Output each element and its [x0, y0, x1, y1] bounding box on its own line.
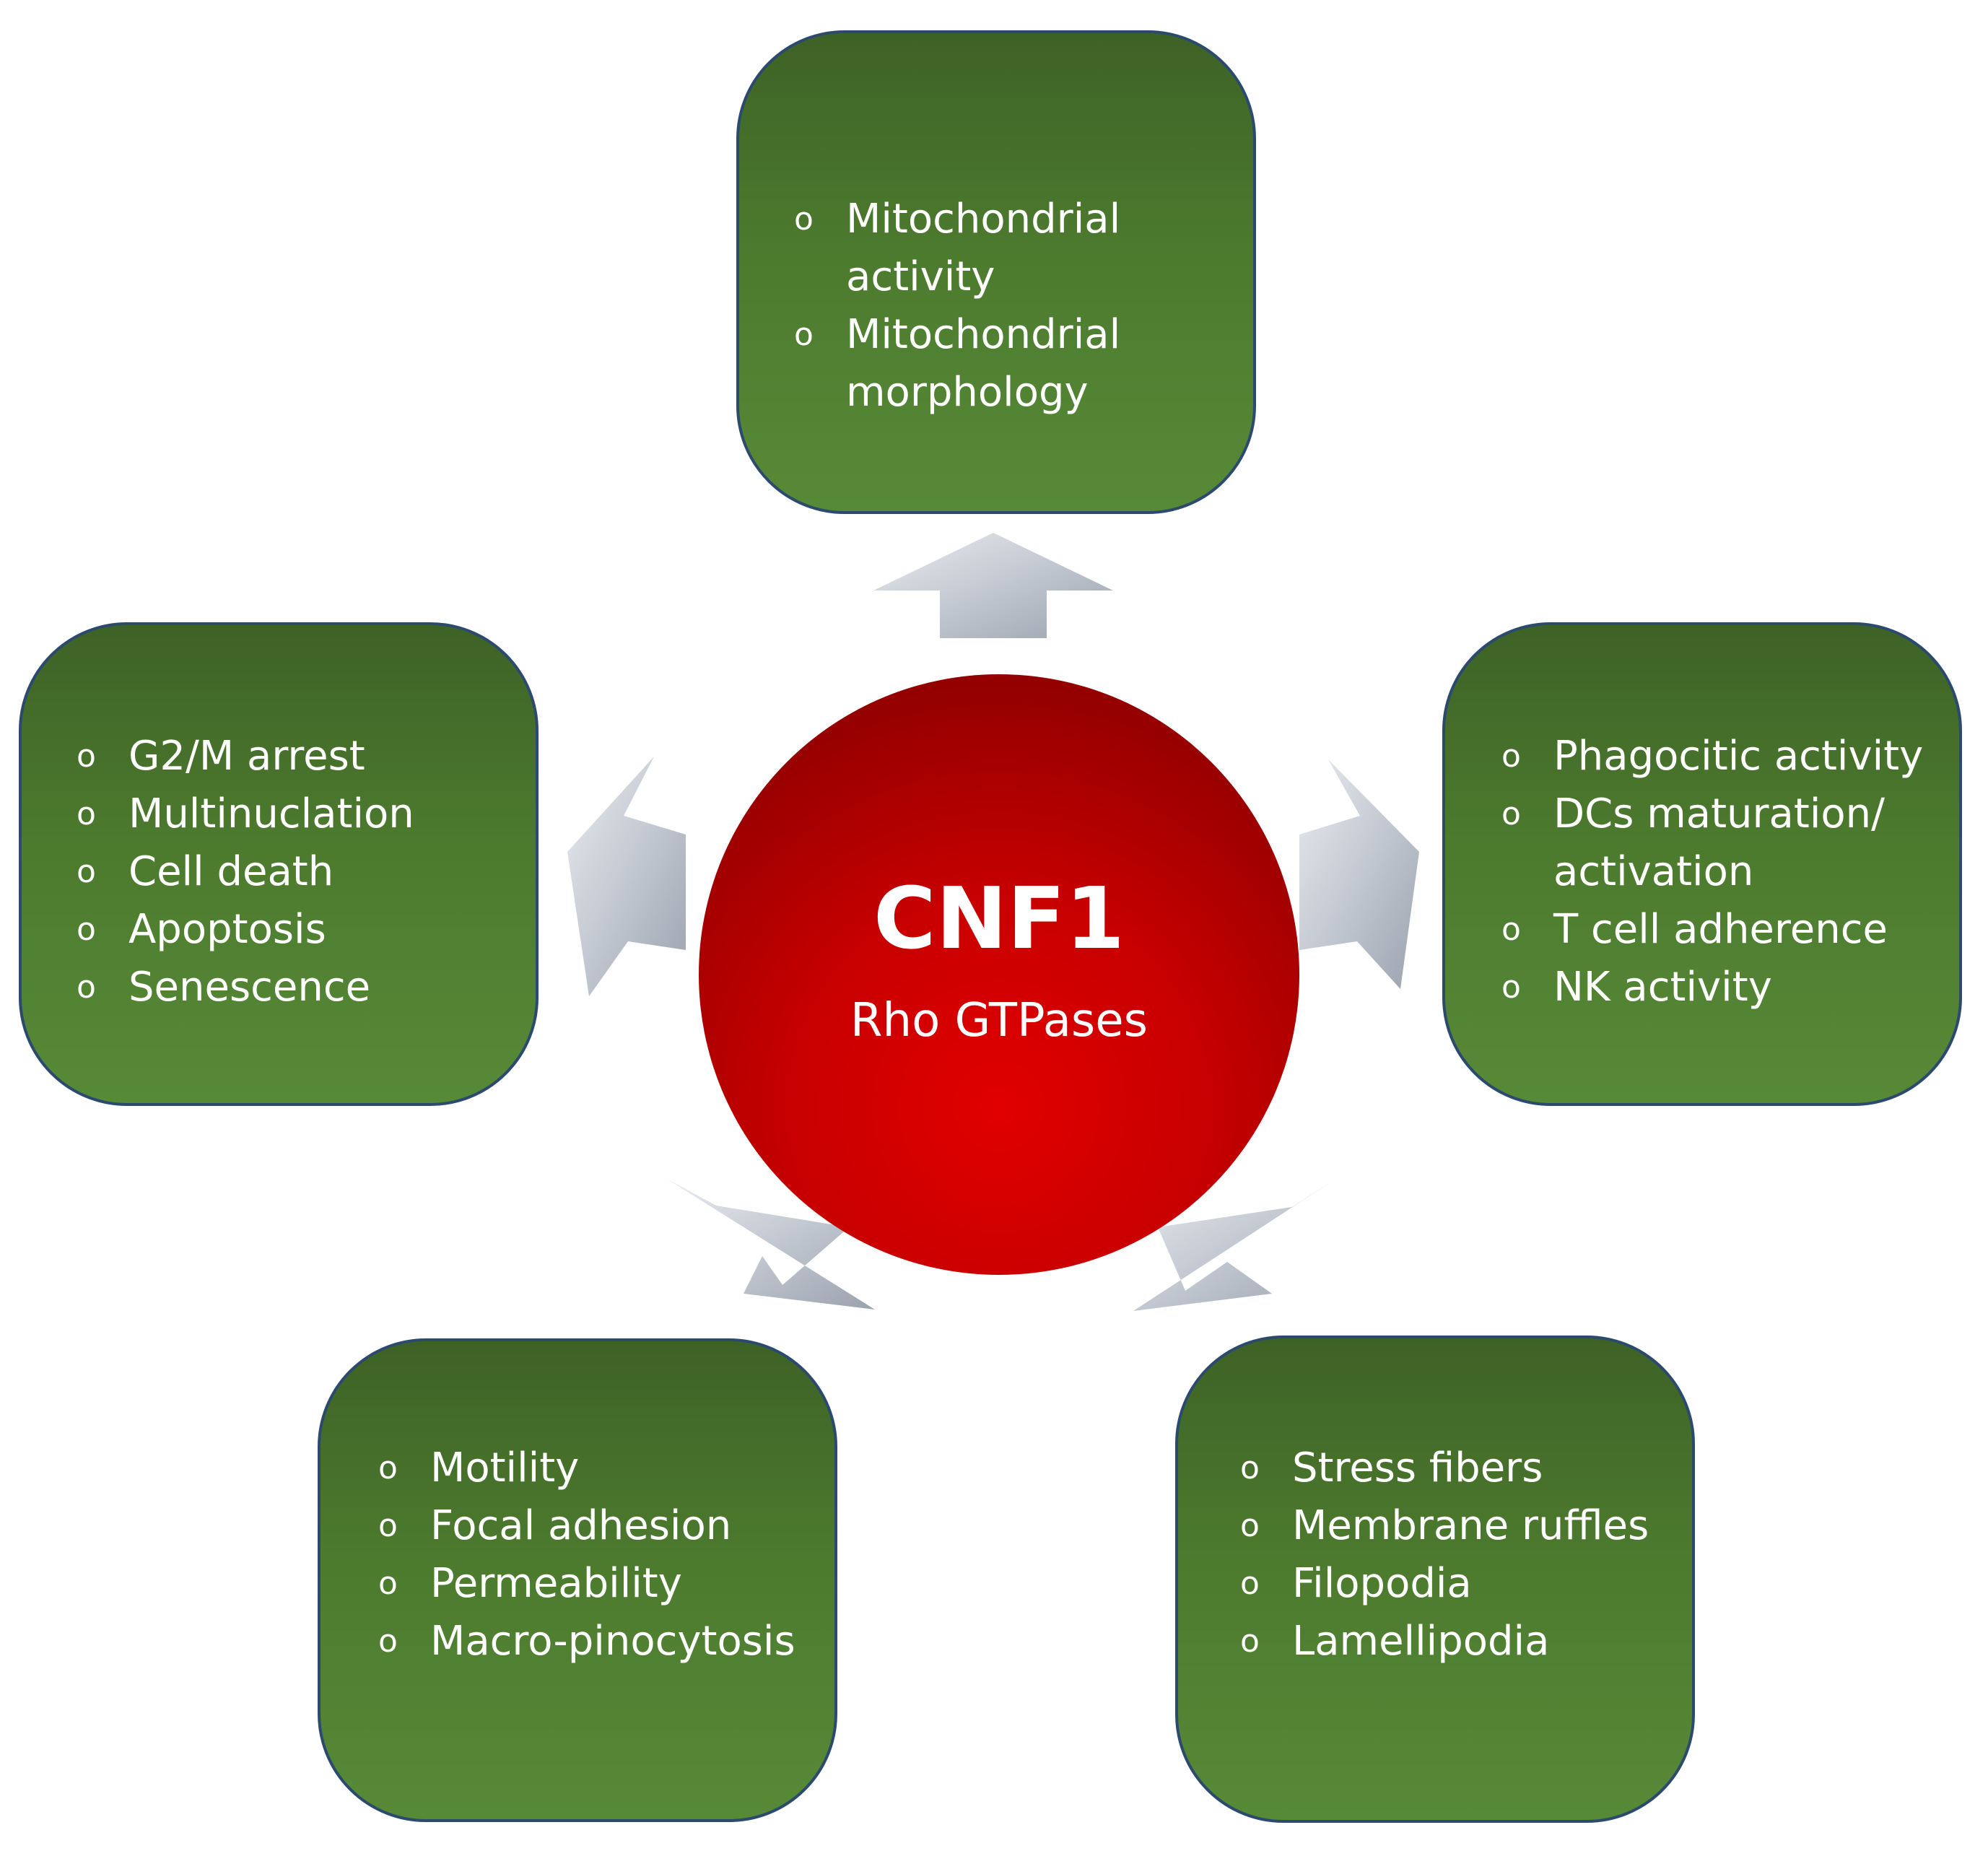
- list-item: o Cell death: [77, 843, 414, 901]
- list-item: o Macro-pinocytosis: [378, 1613, 795, 1670]
- arrow-up: [873, 533, 1113, 638]
- list-item: o Senescence: [77, 959, 414, 1016]
- list-item: o Multinuclation: [77, 785, 414, 843]
- list-item-text: Membrane ruffles: [1292, 1502, 1649, 1549]
- list-item-text: Focal adhesion: [430, 1502, 732, 1549]
- bullet-icon: o: [77, 738, 96, 775]
- list-item-text: G2/M arrest: [128, 733, 365, 780]
- bullet-icon: o: [794, 201, 814, 238]
- list-item: o Permeability: [378, 1555, 795, 1613]
- bullet-icon: o: [1240, 1507, 1260, 1544]
- list-item-text: Permeability: [430, 1560, 682, 1607]
- list-item: o Motility: [378, 1439, 795, 1497]
- center-subtitle: Rho GTPases: [850, 994, 1148, 1047]
- list-item-text: Lamellipodia: [1292, 1618, 1550, 1665]
- list-item-text: Apoptosis: [128, 906, 326, 953]
- list-item-text: T cell adherence: [1553, 906, 1888, 953]
- center-circle: CNF1 Rho GTPases: [699, 674, 1299, 1275]
- list-item-text: Multinuclation: [128, 790, 414, 837]
- list-item: o Mitochondrial morphology: [794, 306, 1120, 422]
- list-item-text: Senescence: [128, 964, 371, 1011]
- list-item-text: Phagocitic activity: [1553, 733, 1924, 780]
- bullet-icon: o: [1501, 796, 1521, 832]
- bullet-icon: o: [1240, 1623, 1260, 1660]
- list-item: o NK activity: [1501, 959, 1923, 1016]
- list-item-text: activation: [1553, 848, 1754, 895]
- bullet-icon: o: [77, 853, 96, 890]
- arrow-down-left: [666, 1178, 875, 1310]
- list-item-text: Filopodia: [1292, 1560, 1472, 1607]
- list-item: o Phagocitic activity: [1501, 728, 1923, 785]
- arrow-down-right: [1133, 1175, 1341, 1311]
- bullet-icon: o: [1240, 1565, 1260, 1602]
- list-item: o Stress fibers: [1240, 1439, 1649, 1497]
- list-item-text: DCs maturation/: [1553, 790, 1885, 837]
- list-item: o Membrane ruffles: [1240, 1497, 1649, 1555]
- bullet-icon: o: [794, 316, 814, 353]
- list-item-text: Cell death: [128, 848, 334, 895]
- bullet-icon: o: [77, 796, 96, 832]
- list-item: o Focal adhesion: [378, 1497, 795, 1555]
- list-item-text: Mitochondrial: [846, 196, 1121, 243]
- bullet-icon: o: [378, 1623, 398, 1660]
- bullet-icon: o: [378, 1565, 398, 1602]
- list-item: o Apoptosis: [77, 901, 414, 959]
- list-item-text: Motility: [430, 1445, 580, 1491]
- arrow-left: [567, 757, 686, 996]
- list-item: o Lamellipodia: [1240, 1613, 1649, 1670]
- list-item-text: NK activity: [1553, 964, 1772, 1011]
- list-item: o DCs maturation/activation: [1501, 785, 1923, 901]
- list-item-text: Stress fibers: [1292, 1445, 1543, 1491]
- bullet-icon: o: [1501, 969, 1521, 1006]
- bullet-icon: o: [77, 969, 96, 1006]
- bullet-icon: o: [378, 1507, 398, 1544]
- list-item: o T cell adherence: [1501, 901, 1923, 959]
- list-item: o Mitochondrial activity: [794, 191, 1120, 306]
- center-title: CNF1: [873, 868, 1125, 968]
- arrow-right: [1299, 759, 1419, 989]
- bullet-icon: o: [1240, 1450, 1260, 1486]
- list-item-text: Mitochondrial: [846, 311, 1121, 358]
- bullet-icon: o: [1501, 738, 1521, 775]
- list-item-text: activity: [846, 253, 995, 300]
- bullet-icon: o: [378, 1450, 398, 1486]
- list-item-text: Macro-pinocytosis: [430, 1618, 795, 1665]
- list-item-text: morphology: [846, 369, 1089, 416]
- bullet-icon: o: [77, 911, 96, 948]
- list-item: o G2/M arrest: [77, 728, 414, 785]
- bullet-icon: o: [1501, 911, 1521, 948]
- list-item: o Filopodia: [1240, 1555, 1649, 1613]
